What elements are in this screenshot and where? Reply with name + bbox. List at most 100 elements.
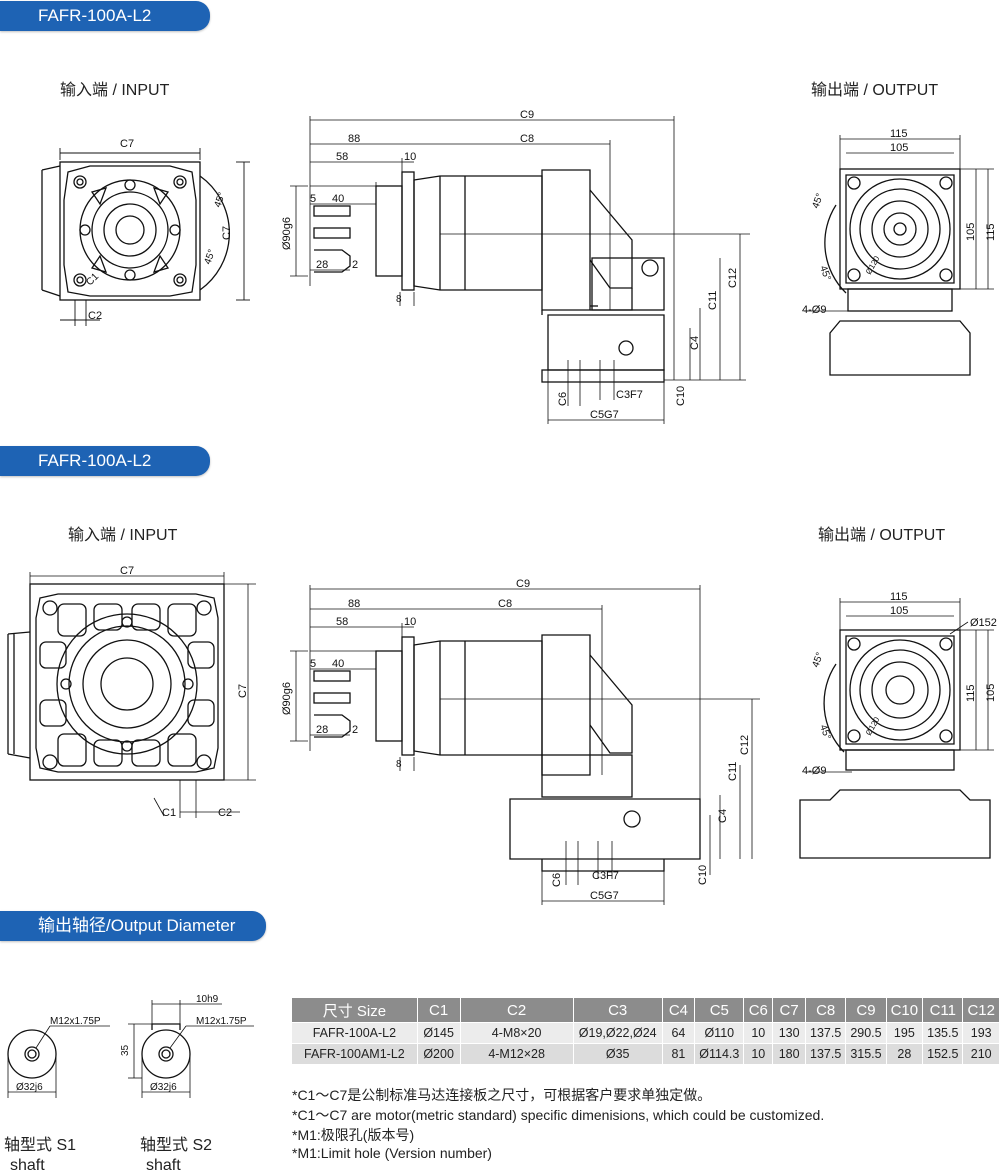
side-view-drawing-2: C9 C8 88 58 10 5 40 28 2 8 Ø90g6 C12 C11…	[281, 578, 760, 905]
header-c8: C8	[805, 997, 847, 1023]
output-view-drawing-2: 115 105 115 105 Ø152 45° 45° Ø120 4-Ø9	[799, 591, 997, 859]
table-cell: Ø35	[572, 1043, 663, 1065]
output-label-1: 输出端 / OUTPUT	[811, 82, 939, 99]
dim-c1-2: C1	[162, 807, 176, 819]
table-cell: 4-M12×28	[459, 1043, 574, 1065]
header-c1: C1	[416, 997, 461, 1023]
dim-115-side: 115	[985, 223, 997, 241]
dim-phi90-2: Ø90g6	[281, 682, 293, 715]
note-2: *C1～C7 are motor(metric standard) specif…	[292, 1107, 825, 1123]
dim-c7-top: C7	[120, 138, 134, 150]
header-c3: C3	[572, 997, 663, 1023]
dim-c7-side: C7	[221, 226, 233, 240]
dim-phi90: Ø90g6	[281, 217, 293, 250]
dim-c6-2: C6	[551, 873, 563, 887]
dim-10-2: 10	[404, 616, 416, 628]
table-cell: Ø145	[416, 1022, 461, 1044]
table-cell: 10	[743, 1043, 774, 1065]
table-cell: 130	[772, 1022, 807, 1044]
dim-c9: C9	[520, 110, 534, 121]
table-cell: FAFR-100AM1-L2	[291, 1043, 418, 1065]
table-cell: 137.5	[805, 1022, 847, 1044]
table-cell: FAFR-100A-L2	[291, 1022, 418, 1044]
table-cell: Ø200	[416, 1043, 461, 1065]
dim-c3f7: C3F7	[616, 389, 643, 401]
table-cell: 137.5	[805, 1043, 847, 1065]
input-label-2: 输入端 / INPUT	[68, 527, 178, 544]
table-cell: 64	[661, 1022, 696, 1044]
input-flange-drawing-1: C7 C7 45° 45° C1 C2	[41, 138, 250, 326]
dim-115-top-2: 115	[890, 591, 908, 603]
dim-hole-2: 4-Ø9	[802, 765, 826, 777]
table-cell: 4-M8×20	[459, 1022, 574, 1044]
s1-m12-label: M12x1.75P	[50, 1016, 101, 1027]
side-view-drawing-1: C9 C8 88 58 10 5 40 28 2 8 Ø90g6 C12 C11…	[281, 110, 750, 424]
dim-45-out-2a: 45°	[810, 651, 826, 669]
dim-phi120: Ø120	[864, 254, 882, 276]
shaft-s1-drawing: M12x1.75P Ø32j6	[7, 1016, 110, 1098]
dim-c8: C8	[520, 133, 534, 145]
dim-c11-2: C11	[727, 762, 739, 781]
s2-m12-label: M12x1.75P	[196, 1016, 247, 1027]
shaft-s2-name: 轴型式 S2	[140, 1137, 213, 1154]
table-cell: Ø110	[694, 1022, 745, 1044]
dim-88-2: 88	[348, 598, 360, 610]
dim-10: 10	[404, 151, 416, 163]
dim-c10: C10	[675, 386, 687, 406]
section-title-1: FAFR-100A-L2	[0, 1, 210, 31]
dim-c11: C11	[707, 291, 719, 310]
table-header-row: 尺寸 Size C1 C2 C3 C4 C5 C6 C7 C8 C9 C10 C…	[291, 997, 1000, 1023]
dim-c6: C6	[557, 392, 569, 406]
dim-28: 28	[316, 259, 328, 271]
dim-c12: C12	[727, 268, 739, 288]
table-cell: Ø114.3	[694, 1043, 745, 1065]
dim-115-side-2: 115	[965, 684, 977, 702]
section-title-2: FAFR-100A-L2	[0, 446, 210, 476]
note-4: *M1:Limit hole (Version number)	[292, 1145, 492, 1161]
table-cell: 135.5	[922, 1022, 964, 1044]
s2-phi32-label: Ø32j6	[150, 1082, 177, 1093]
dim-88: 88	[348, 133, 360, 145]
dim-105-top: 105	[890, 142, 908, 154]
dim-hole: 4-Ø9	[802, 304, 826, 316]
dim-2: 2	[352, 259, 358, 271]
dim-8: 8	[396, 294, 402, 305]
s2-35-label: 35	[120, 1044, 131, 1056]
dim-c7-top-2: C7	[120, 565, 134, 577]
dim-58-2: 58	[336, 616, 348, 628]
dim-c1: C1	[84, 271, 101, 288]
dim-45-out-a: 45°	[810, 192, 826, 210]
note-1: *C1～C7是公制标准马达连接板之尺寸，可根据客户要求单独定做。	[292, 1087, 712, 1103]
table-cell: Ø19,Ø22,Ø24	[572, 1022, 663, 1044]
dim-8-2: 8	[396, 759, 402, 770]
header-c12: C12	[962, 997, 1000, 1023]
s1-phi32-label: Ø32j6	[16, 1082, 43, 1093]
table-cell: 193	[962, 1022, 1000, 1044]
header-c11: C11	[922, 997, 964, 1023]
dim-c9-2: C9	[516, 578, 530, 590]
dim-c8-2: C8	[498, 598, 512, 610]
table-cell: 180	[772, 1043, 807, 1065]
dim-45-out-b: 45°	[817, 264, 833, 282]
dim-c4-2: C4	[717, 809, 729, 823]
dim-40-2: 40	[332, 658, 344, 670]
dim-28-2: 28	[316, 724, 328, 736]
table-cell: 152.5	[922, 1043, 964, 1065]
dim-c4: C4	[689, 336, 701, 350]
header-c7: C7	[772, 997, 807, 1023]
header-c5: C5	[694, 997, 745, 1023]
dim-c3f7-2: C3F7	[592, 870, 619, 882]
header-c10: C10	[885, 997, 924, 1023]
header-size: 尺寸 Size	[291, 997, 418, 1023]
dim-c5g7-2: C5G7	[590, 890, 619, 902]
output-label-2: 输出端 / OUTPUT	[818, 527, 946, 544]
output-view-drawing-1: 115 105 105 115 45° 45° Ø120 4-Ø9	[802, 128, 997, 376]
dim-105-top-2: 105	[890, 605, 908, 617]
dim-105-side: 105	[965, 223, 977, 241]
shaft-s2-label: 轴型式 S2 shaft	[140, 1136, 212, 1176]
shaft-s2-sub: shaft	[146, 1157, 181, 1174]
table-cell: 195	[885, 1022, 924, 1044]
dim-58: 58	[336, 151, 348, 163]
dim-5-2: 5	[310, 658, 316, 670]
table-row: FAFR-100A-L2 Ø145 4-M8×20 Ø19,Ø22,Ø24 64…	[291, 1022, 1000, 1044]
